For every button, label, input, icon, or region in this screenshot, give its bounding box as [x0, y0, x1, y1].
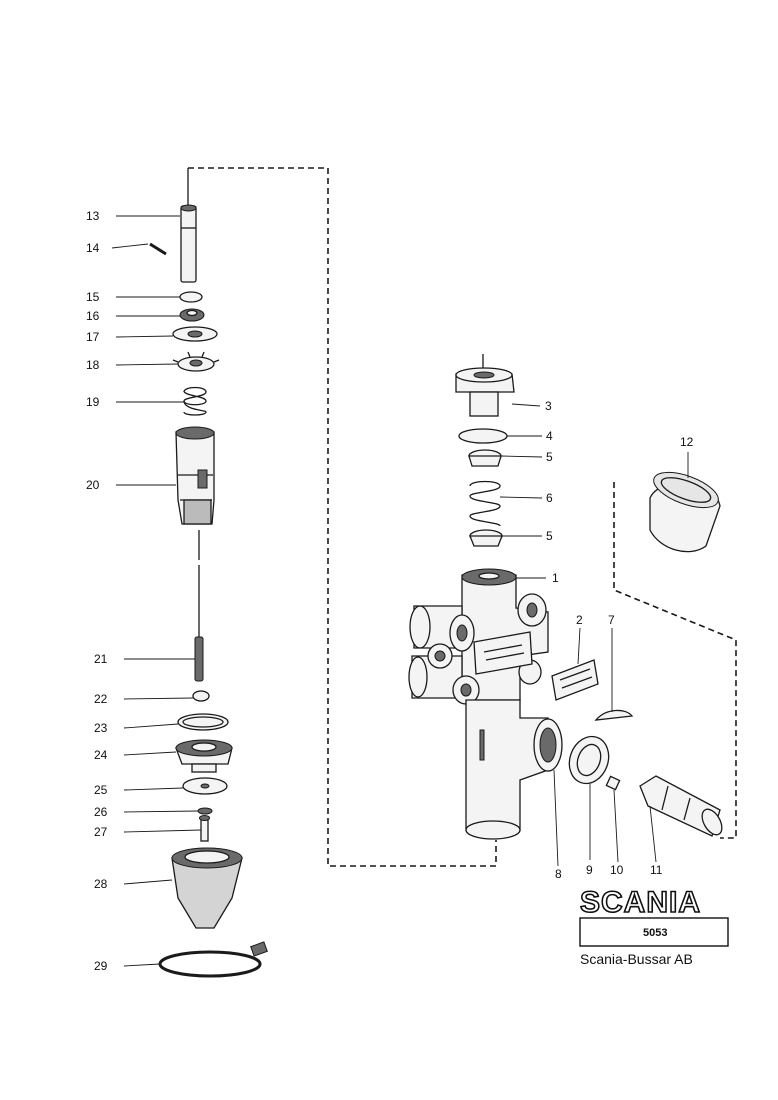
part-25-washer [182, 777, 228, 795]
part-11-connector [639, 775, 723, 837]
callout-3: 3 [545, 399, 552, 413]
shaft-axis-line [187, 168, 200, 640]
part-16-nut [179, 308, 205, 322]
part-22-small-ring [192, 690, 210, 702]
part-28-cover [171, 847, 243, 929]
callout-29: 29 [94, 959, 108, 973]
title-block: SCANIA 5053 Scania-Bussar AB [579, 885, 729, 967]
callout-24: 24 [94, 748, 108, 762]
drawing-number-box [579, 917, 729, 947]
callout-5-upper: 5 [546, 450, 553, 464]
callout-9: 9 [586, 863, 593, 877]
part-21-rod [194, 636, 204, 682]
part-14-small-pin [149, 242, 167, 256]
part-15-ring [179, 291, 203, 303]
connection-line-right [613, 482, 737, 839]
callout-8: 8 [555, 867, 562, 881]
callout-22: 22 [94, 692, 108, 706]
part-19-spring [183, 386, 207, 416]
callout-16: 16 [86, 309, 100, 323]
callout-20: 20 [86, 478, 100, 492]
callout-13: 13 [86, 209, 100, 223]
part-20-piston [175, 426, 215, 525]
callout-2: 2 [576, 613, 583, 627]
part-17-washer [172, 326, 218, 342]
part-12-cap [649, 471, 721, 553]
callout-19: 19 [86, 395, 100, 409]
part-7-shim [594, 709, 634, 721]
callout-12: 12 [680, 435, 694, 449]
callout-17: 17 [86, 330, 100, 344]
part-10-insert [605, 775, 621, 791]
company-name: Scania-Bussar AB [580, 951, 693, 967]
part-23-o-ring [177, 713, 229, 731]
part-18-star-washer [172, 351, 220, 372]
callout-21: 21 [94, 652, 108, 666]
callout-labels: 13 14 15 16 17 18 19 20 21 22 23 24 25 2… [86, 209, 694, 973]
part-5-upper-seat [468, 449, 502, 467]
callout-7: 7 [608, 613, 615, 627]
callout-4: 4 [546, 429, 553, 443]
part-13-pin [180, 204, 197, 283]
callout-1: 1 [552, 571, 559, 585]
callout-15: 15 [86, 290, 100, 304]
part-6-spring [469, 480, 501, 527]
connection-line-left [188, 167, 497, 867]
callout-25: 25 [94, 783, 108, 797]
drawing-number: 5053 [643, 927, 667, 939]
callout-5-lower: 5 [546, 529, 553, 543]
callout-6: 6 [546, 491, 553, 505]
scania-logo: SCANIA [580, 886, 701, 919]
leader-lines [111, 215, 689, 967]
part-3-plug [455, 367, 515, 417]
callout-27: 27 [94, 825, 108, 839]
part-24-valve-seat [175, 739, 233, 773]
callout-10: 10 [610, 863, 624, 877]
part-29-clamp [158, 941, 268, 978]
part-5-lower-seat [469, 529, 503, 547]
part-1-valve-body [408, 568, 563, 840]
callout-28: 28 [94, 877, 108, 891]
callout-11: 11 [650, 863, 663, 877]
callout-23: 23 [94, 721, 108, 735]
part-26-small-washer [197, 807, 213, 815]
callout-26: 26 [94, 805, 108, 819]
callout-18: 18 [86, 358, 100, 372]
callout-14: 14 [86, 241, 100, 255]
part-27-screw [199, 815, 210, 842]
part-2-plate [551, 659, 599, 701]
part-4-o-ring [458, 428, 508, 444]
part-9-seal-ring [568, 735, 610, 785]
